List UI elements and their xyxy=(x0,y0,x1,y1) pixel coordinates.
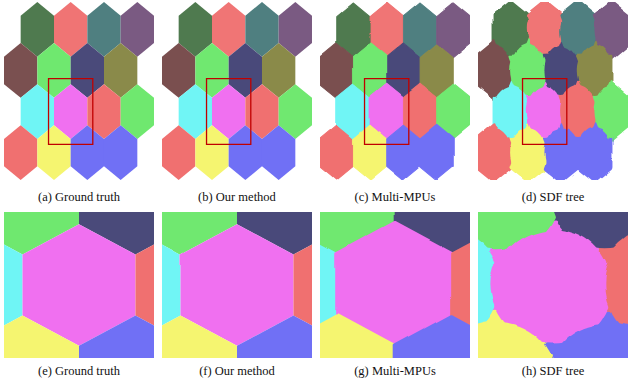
hex-region xyxy=(37,125,70,180)
hex-region xyxy=(162,315,237,358)
hex-region xyxy=(320,125,353,180)
result-image xyxy=(162,2,312,180)
hex-region xyxy=(162,125,195,180)
hex-region xyxy=(395,315,470,358)
result-image xyxy=(4,2,154,180)
hex-region xyxy=(71,125,104,180)
result-image xyxy=(162,212,312,358)
blob-region xyxy=(478,127,513,178)
hex-region xyxy=(79,315,154,358)
subfigure-caption: (d) SDF tree xyxy=(475,190,631,204)
blob-region xyxy=(549,320,628,358)
hex-region xyxy=(387,125,420,180)
hex-region xyxy=(195,125,228,180)
result-image xyxy=(320,212,470,358)
subfigure-caption: (f) Our method xyxy=(159,364,315,378)
result-image xyxy=(320,2,470,180)
zoom-box xyxy=(523,79,567,145)
zoom-box xyxy=(207,79,251,145)
hex-region xyxy=(320,315,395,358)
hex-region xyxy=(4,315,79,358)
zoom-box xyxy=(365,79,409,145)
subfigure-caption: (h) SDF tree xyxy=(475,364,631,378)
hex-region xyxy=(262,125,295,180)
zoom-box xyxy=(49,79,93,145)
subfigure-caption: (g) Multi-MPUs xyxy=(317,364,473,378)
subfigure-caption: (c) Multi-MPUs xyxy=(317,190,473,204)
subfigure-caption: (a) Ground truth xyxy=(1,190,157,204)
result-image xyxy=(478,212,628,358)
subfigure-caption: (b) Our method xyxy=(159,190,315,204)
blob-region xyxy=(478,320,557,358)
subfigure-caption: (e) Ground truth xyxy=(1,364,157,378)
hex-region xyxy=(229,125,262,180)
hex-region xyxy=(353,125,386,180)
hex-region xyxy=(4,125,37,180)
hex-region xyxy=(237,315,312,358)
result-image xyxy=(4,212,154,358)
hex-region xyxy=(420,125,453,180)
blob-region xyxy=(543,127,579,178)
hex-region xyxy=(104,125,137,180)
result-image xyxy=(478,2,628,180)
blob-region xyxy=(510,127,546,178)
blob-region xyxy=(577,127,613,178)
